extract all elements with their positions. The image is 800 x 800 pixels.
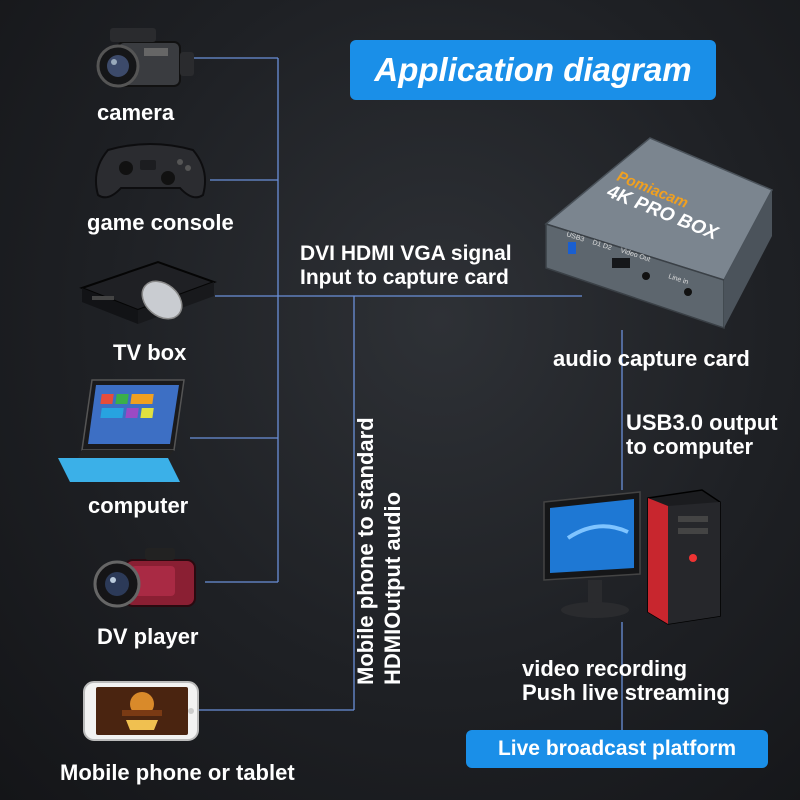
source-label-computer: computer: [88, 493, 189, 518]
tablet-computer-icon: [58, 379, 185, 482]
mobile-note-vertical: Mobile phone to standard HDMIOutput audi…: [352, 385, 432, 685]
source-label-camera: camera: [97, 100, 175, 125]
line-in-jack: [642, 272, 650, 280]
usb-output-line2: to computer: [626, 434, 754, 459]
mobile-note-line1: Mobile phone to standard: [353, 417, 378, 685]
camera-icon: [96, 28, 194, 88]
source-label-mobile: Mobile phone or tablet: [60, 760, 295, 785]
source-label-game-console: game console: [87, 210, 234, 235]
gamepad-icon: [95, 143, 206, 199]
source-label-tv-box: TV box: [113, 340, 187, 365]
audio-jack: [684, 288, 692, 296]
smartphone-icon: [83, 681, 199, 741]
mobile-note-line2: HDMIOutput audio: [380, 491, 405, 685]
source-label-dv-player: DV player: [97, 624, 199, 649]
usb3-port: [568, 242, 576, 254]
desktop-computer-icon: [543, 489, 721, 625]
signal-input-line1: DVI HDMI VGA signal: [300, 242, 512, 265]
diagram-title: Application diagram: [350, 40, 716, 100]
hdmi-port: [612, 258, 630, 268]
usb-output-line1: USB3.0 output: [626, 410, 778, 435]
computer-uses-line2: Push live streaming: [522, 680, 730, 705]
tv-box-icon: [79, 260, 217, 324]
capture-device-label: audio capture card: [553, 346, 750, 371]
computer-uses-line1: video recording: [522, 656, 688, 681]
capture-card-device-icon: Pomiacam 4K PRO BOX USB3 D1 D2 Video Out…: [544, 137, 774, 330]
signal-input-line2: Input to capture card: [300, 266, 509, 289]
dv-camcorder-icon: [93, 548, 196, 608]
live-broadcast-platform-box: Live broadcast platform: [466, 730, 768, 768]
